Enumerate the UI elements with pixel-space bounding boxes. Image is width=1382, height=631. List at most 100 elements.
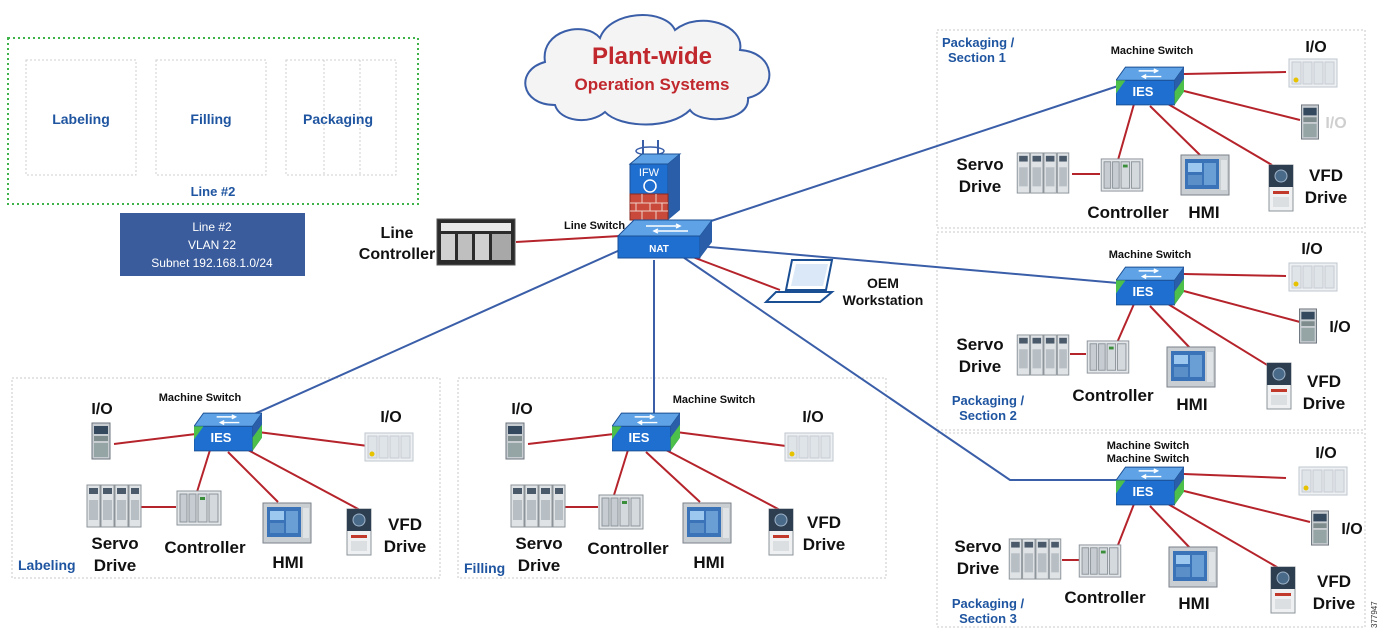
zone-label-1: Packaging /: [952, 393, 1025, 408]
machine-switch-title: Machine Switch: [159, 392, 242, 404]
controller-icon: [598, 494, 644, 530]
zone-label-1: Packaging /: [942, 35, 1015, 50]
zone-pack1-box: [936, 29, 1366, 229]
hmi-label: HMI: [272, 553, 303, 572]
servo-label-1: Servo: [956, 335, 1003, 354]
ies-label: IES: [1133, 84, 1154, 99]
zone-label: Labeling: [18, 557, 76, 573]
overview-cell-filling: Filling: [190, 111, 231, 127]
controller-label: Controller: [1072, 386, 1154, 405]
vlan-box: Line #2 VLAN 22 Subnet 192.168.1.0/24: [120, 213, 305, 276]
hmi-icon: [682, 502, 732, 544]
line2-overview: Labeling Filling Packaging Line #2: [7, 37, 419, 205]
vfd-label-1: VFD: [388, 515, 422, 534]
hmi-label: HMI: [1176, 395, 1207, 414]
cell-packaging-2: Machine Switch IES I/O I/O Servo Drive C…: [952, 241, 1351, 423]
hmi-icon: [1168, 546, 1218, 588]
oem-label-2: Workstation: [843, 292, 924, 308]
io-module-icon: [784, 432, 834, 462]
io-label-second: I/O: [1341, 521, 1362, 538]
controller-label: Controller: [587, 539, 669, 558]
io-module-icon: [1288, 262, 1338, 292]
zone-filling-box: [457, 377, 887, 579]
servo-label-2: Drive: [94, 556, 137, 575]
cell-packaging-1: Packaging / Section 1 Machine Switch IES…: [942, 35, 1347, 222]
controller-label: Controller: [1087, 203, 1169, 222]
servo-drive-icon: [1016, 334, 1070, 376]
io-module-icon: [1288, 58, 1338, 88]
plant-cloud: Plant-wide Operation Systems: [524, 14, 771, 126]
vfd-label-2: Drive: [1303, 394, 1346, 413]
zone-labeling-box: [11, 377, 441, 579]
cell-labeling: IES Machine Switch I/O I/O Servo Drive C…: [18, 392, 426, 575]
hmi-label: HMI: [693, 553, 724, 572]
machine-switch-title: Machine Switch: [1111, 45, 1194, 57]
oem-label-1: OEM: [867, 275, 899, 291]
line-controller-label-2: Controller: [359, 246, 435, 263]
vfd-drive-icon: [1268, 164, 1294, 212]
hmi-icon: [262, 502, 312, 544]
machine-switch-title-2: Machine Switch: [1107, 453, 1190, 465]
vfd-label-1: VFD: [1317, 572, 1351, 591]
ies-label: IES: [211, 430, 232, 445]
cloud-title: Plant-wide: [592, 43, 712, 70]
io-label-top: I/O: [1305, 39, 1326, 56]
io-module-icon: [1300, 104, 1320, 140]
servo-label-2: Drive: [959, 177, 1002, 196]
servo-label-2: Drive: [959, 357, 1002, 376]
ies-label: IES: [1133, 484, 1154, 499]
line-switch-icon: NAT: [616, 219, 713, 259]
servo-label-1: Servo: [515, 534, 562, 553]
vlan-line: Line #2: [192, 220, 232, 234]
io-module-icon: [1298, 466, 1348, 496]
overview-cell-packaging: Packaging: [303, 111, 373, 127]
vfd-label-2: Drive: [803, 535, 846, 554]
controller-label: Controller: [1064, 588, 1146, 607]
io-module-icon: [1298, 308, 1318, 344]
firewall-label: IFW: [639, 167, 660, 179]
vfd-label-1: VFD: [1307, 372, 1341, 391]
nat-badge: NAT: [649, 244, 669, 255]
io-module-icon: [505, 422, 525, 460]
zone-label-2: Section 3: [959, 611, 1017, 626]
vfd-drive-icon: [1266, 362, 1292, 410]
io-module-icon: [91, 422, 111, 460]
io-module-icon: [1310, 510, 1330, 546]
servo-label-1: Servo: [91, 534, 138, 553]
controller-icon: [176, 490, 222, 526]
laptop-icon: [763, 259, 835, 303]
vfd-label-1: VFD: [807, 513, 841, 532]
io-label-top: I/O: [1301, 241, 1322, 258]
zone-label-1: Packaging /: [952, 596, 1025, 611]
line-switch-title: Line Switch: [564, 220, 625, 232]
servo-label-2: Drive: [518, 556, 561, 575]
io-label-left: I/O: [511, 401, 532, 418]
hmi-label: HMI: [1188, 203, 1219, 222]
zone-pack2-box: [936, 231, 1366, 431]
io-label-second: I/O: [1329, 319, 1350, 336]
network-links: [113, 71, 1311, 571]
machine-switch-title-1: Machine Switch: [1107, 440, 1190, 452]
overview-caption: Line #2: [191, 184, 236, 199]
machine-switch-title: Machine Switch: [1109, 249, 1192, 261]
vfd-drive-icon: [768, 508, 794, 556]
zone-label: Filling: [464, 560, 505, 576]
servo-label-1: Servo: [954, 537, 1001, 556]
controller-icon: [1100, 158, 1144, 192]
vlan-subnet: Subnet 192.168.1.0/24: [151, 256, 273, 270]
line-controller-icon: [436, 218, 516, 266]
ies-label: IES: [1133, 284, 1154, 299]
vfd-label-2: Drive: [1313, 594, 1356, 613]
hmi-icon: [1180, 154, 1230, 196]
io-module-icon: [364, 432, 414, 462]
controller-icon: [1078, 544, 1122, 578]
io-label-right: I/O: [380, 409, 401, 426]
vfd-label-1: VFD: [1309, 166, 1343, 185]
servo-drive-icon: [510, 484, 566, 528]
firewall-icon: IFW: [628, 153, 682, 221]
cell-packaging-3: Machine Switch Machine Switch IES I/O I/…: [952, 440, 1363, 626]
vfd-drive-icon: [346, 508, 372, 556]
hmi-label: HMI: [1178, 594, 1209, 613]
servo-drive-icon: [1008, 538, 1062, 580]
zone-label-2: Section 1: [948, 50, 1006, 65]
